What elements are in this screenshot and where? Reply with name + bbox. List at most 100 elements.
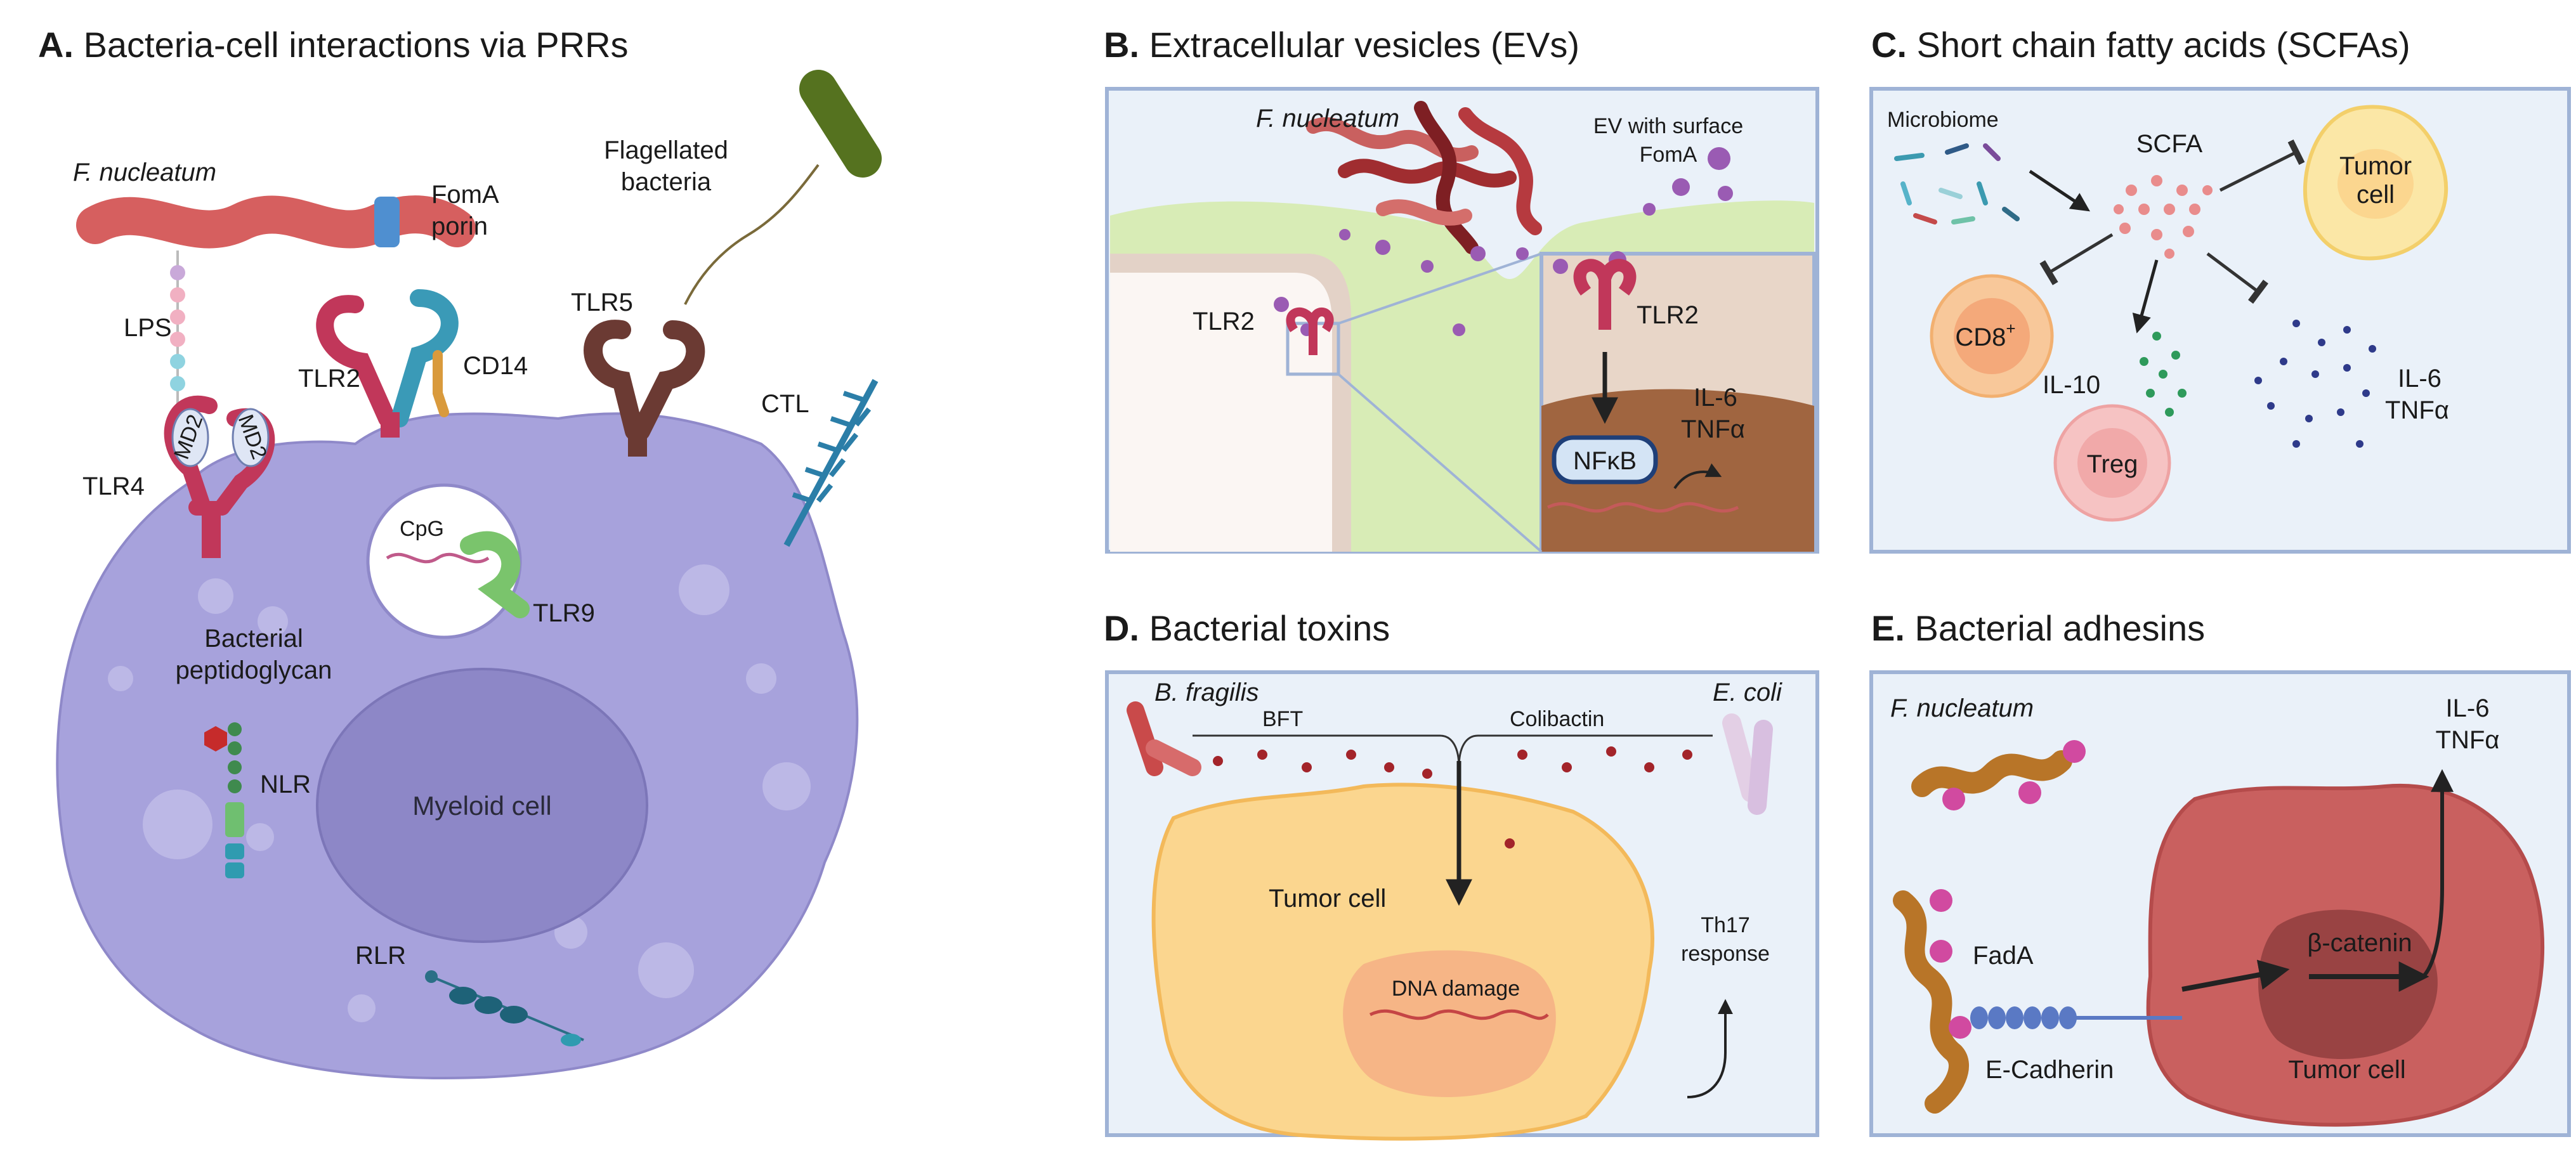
d-tumor-label: Tumor cell [1269,885,1386,913]
tlr2-label: TLR2 [298,365,360,393]
transcription-arrow-b [1673,463,1722,490]
b-tlr2-inset-label: TLR2 [1637,301,1699,329]
myeloid-cell-label: Myeloid cell [412,791,551,821]
myeloid-nucleus [316,668,648,943]
e-f-nucleatum-label: F. nucleatum [1890,694,2034,722]
th17-label-1: Th17 [1701,913,1750,937]
peptidoglycan-label-2: peptidoglycan [176,656,332,684]
b-tlr2-label: TLR2 [1193,308,1255,335]
cpg-dna [386,552,490,564]
tlr2-receptor [316,289,459,438]
tlr9-receptor [460,531,530,618]
cd8-label: CD8+ [1955,319,2015,351]
e-coli-label: E. coli [1713,679,1782,706]
nfkb-label: NFκB [1573,447,1637,475]
panel-c: C. Short chain fatty acids (SCFAs) Micro… [1869,25,2571,554]
cd14-receptor [433,350,449,417]
rlr-label: RLR [355,942,406,970]
scfa-inhibits-cd8 [2039,233,2114,285]
c-tumor-label-1: Tumor [2339,152,2412,180]
panel-a: A. Bacteria-cell interactions via PRRs M… [38,25,882,1080]
ctl-receptor [783,379,879,547]
flagellated-label-2: bacteria [621,168,712,196]
scfa-induces-il10 [2132,259,2159,334]
tlr2-inset-receptor [1573,259,1637,330]
lps-chain [170,250,185,412]
tlr4-label: TLR4 [82,472,145,500]
e-tnfa-label: TNFα [2436,726,2500,754]
endosome [366,483,522,639]
cadherin-to-catenin-arrow [2181,959,2290,992]
inset-cytoplasm [1541,389,1814,552]
il10-dots [2140,332,2187,417]
toxin-dots [1213,746,1692,849]
panel-c-title: C. Short chain fatty acids (SCFAs) [1871,25,2410,65]
panel-b: B. Extracellular vesicles (EVs) F. nucle… [1104,25,1819,554]
flagellated-bacterium [799,70,882,178]
scfa-label: SCFA [2136,130,2203,158]
porin-label: porin [431,212,488,240]
il6-tnfa-dots [2254,320,2376,448]
fada-adhesin [1942,788,1965,810]
b-f-nucleatum-label: F. nucleatum [1256,105,1399,133]
dna-strand-d [1369,1009,1549,1020]
lps-label: LPS [124,314,172,342]
e-tumor-label: Tumor cell [2288,1056,2405,1084]
panel-e-title: E. Bacterial adhesins [1871,608,2205,648]
cd14-label: CD14 [463,352,528,380]
ev-label-2: FomA [1640,143,1697,167]
c-tumor-label-2: cell [2357,181,2395,209]
tlr4-receptor: MD2 MD2 [164,396,275,558]
catenin-to-cytokines-arrow [2421,769,2454,979]
d-tumor-nucleus [1343,950,1556,1097]
cytoplasm-spots [108,564,811,1022]
fada-bacterium [1893,890,1969,1114]
nlr-label: NLR [260,771,311,798]
c-tnfa-label: TNFα [2385,396,2449,424]
foma-label: FomA [431,181,499,209]
f-nucleatum-bacterium [76,195,476,249]
ctl-label: CTL [761,390,809,418]
scfa-inhibits-il6 [2206,252,2268,304]
tlr9-label: TLR9 [533,599,595,627]
e-coli-bacteria [1722,713,1773,815]
b-il6-label: IL-6 [1694,384,1737,412]
nfkb-box [1552,435,1658,484]
crypt-left-lumen [1110,273,1332,552]
f-nucleatum-cluster [1306,101,1542,254]
dna-damage-label: DNA damage [1392,977,1520,1001]
flagellum [684,164,820,305]
beta-catenin-label: β-catenin [2307,929,2412,957]
ev-label-1: EV with surface [1593,114,1743,138]
microbiome-label: Microbiome [1887,108,1999,132]
colibactin-label: Colibactin [1510,707,1604,731]
dna-strand-b [1546,502,1739,513]
bft-label: BFT [1262,707,1303,731]
tlr5-label: TLR5 [571,289,633,316]
tlr5-receptor [584,320,705,457]
peptidoglycan-label-1: Bacterial [204,625,303,653]
panel-e: E. Bacterial adhesins F. nucleatum β-cat… [1869,608,2571,1137]
rlr-receptor [425,970,584,1046]
e-il6-label: IL-6 [2446,694,2490,722]
panel-a-title: A. Bacteria-cell interactions via PRRs [38,25,629,65]
treg-label: Treg [2087,450,2138,478]
e-tumor-nucleus [2258,909,2438,1059]
foma-porin [374,197,400,247]
b-fragilis-bacteria [1127,701,1201,776]
nlr-receptor [204,722,244,878]
panel-b-title: B. Extracellular vesicles (EVs) [1104,25,1579,65]
f-nucleatum-label: F. nucleatum [73,159,216,186]
c-il6-label: IL-6 [2398,365,2442,393]
th17-arrow [1687,999,1733,1098]
tlr2-small-receptor [1286,308,1334,355]
e-cadherin-label: E-Cadherin [1985,1056,2114,1084]
panel-d: D. Bacterial toxins Tumor cell DNA damag… [1104,608,1819,1141]
cpg-label: CpG [400,517,444,541]
flagellated-label-1: Flagellated [604,136,728,164]
scfa-dots [2114,175,2213,259]
th17-label-2: response [1681,942,1770,966]
panel-d-title: D. Bacterial toxins [1104,608,1390,648]
microbiome-cluster [1894,143,2020,224]
